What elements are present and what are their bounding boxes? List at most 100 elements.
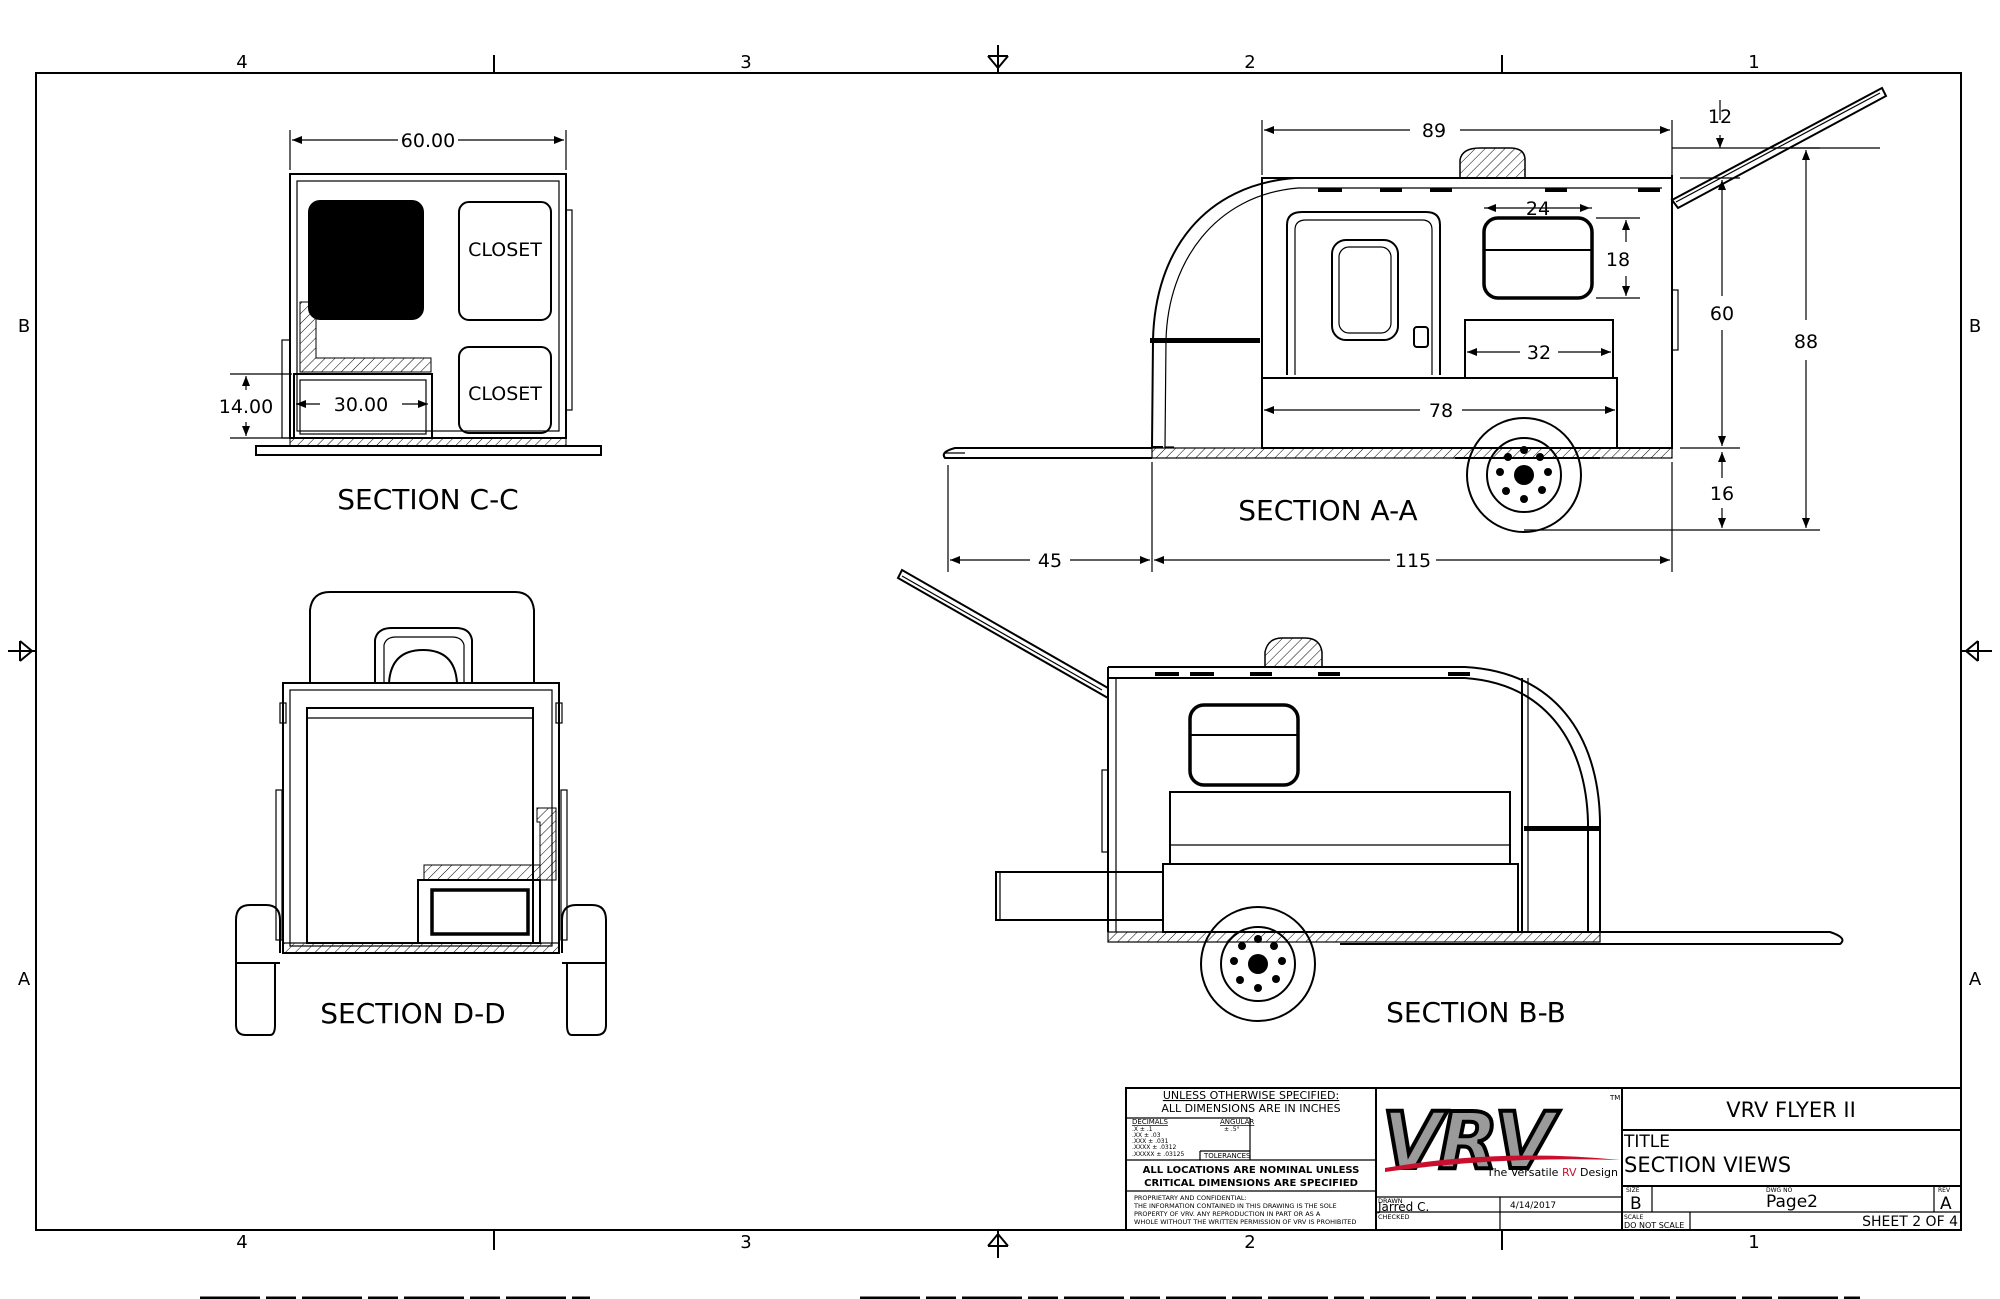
tb-checked-label: CHECKED bbox=[1378, 1213, 1409, 1221]
tb-dwg-value: Page2 bbox=[1766, 1192, 1818, 1212]
tb-drawn-label: DRAWN bbox=[1378, 1197, 1403, 1205]
dim-aa-cabinet-width: 32 bbox=[1527, 342, 1551, 364]
vrv-logo: VRV TM The Versatile RV Design bbox=[1380, 1094, 1620, 1189]
bed-base-bb bbox=[1162, 863, 1519, 933]
tongue-box-bb bbox=[995, 871, 1164, 921]
zone-right-b: B bbox=[1969, 316, 1981, 337]
tb-prop-line3: PROPERTY OF VRV. ANY REPRODUCTION IN PAR… bbox=[1134, 1210, 1321, 1218]
tb-project: VRV FLYER II bbox=[1726, 1098, 1856, 1122]
vrv-logo-text: VRV bbox=[1382, 1097, 1560, 1187]
bed-base-cc bbox=[293, 373, 433, 439]
section-aa-dimensions bbox=[947, 100, 1880, 572]
tb-sheet: SHEET 2 OF 4 bbox=[1862, 1214, 1958, 1230]
roof-vent-bb bbox=[1264, 637, 1323, 668]
tb-tol-row-2: .XX ± .03 bbox=[1132, 1132, 1161, 1139]
vrv-logo-tm: TM bbox=[1609, 1094, 1620, 1102]
rear-hatch-open-aa bbox=[1670, 86, 1888, 210]
bed-base-dd bbox=[417, 879, 541, 944]
zone-left-a: A bbox=[18, 969, 31, 990]
zone-bottom-1: 1 bbox=[1748, 1232, 1759, 1253]
closet-lower-label: CLOSET bbox=[468, 383, 542, 405]
logo-swoosh bbox=[1385, 1155, 1620, 1172]
dim-aa-bed-length: 78 bbox=[1429, 400, 1453, 422]
zone-top-1: 1 bbox=[1748, 52, 1759, 73]
roof-vent-dots-bb bbox=[1155, 672, 1470, 676]
wheel-aa bbox=[1466, 417, 1582, 533]
section-dd-view bbox=[235, 591, 607, 1036]
tb-dwg-label: DWG NO bbox=[1766, 1187, 1793, 1194]
zone-top-3: 3 bbox=[740, 52, 751, 73]
front-hatch-open-bb bbox=[896, 568, 1109, 699]
dim-aa-overall-height: 88 bbox=[1794, 331, 1818, 353]
vrv-tagline: The Versatile RV Design bbox=[1486, 1166, 1618, 1179]
section-cc-title: SECTION C-C bbox=[337, 483, 518, 516]
tb-tol-row-4: .XXXX ± .0312 bbox=[1132, 1144, 1177, 1151]
dim-cc-width: 60.00 bbox=[401, 130, 455, 152]
dim-aa-body-length: 115 bbox=[1395, 550, 1431, 572]
tongue-aa bbox=[942, 447, 1152, 459]
entry-door-aa bbox=[1286, 211, 1441, 375]
roof-vent-aa bbox=[1459, 147, 1526, 179]
dim-cc-bed: 30.00 bbox=[334, 394, 388, 416]
interior-wall-dd bbox=[306, 707, 534, 944]
cabinet-window-bb bbox=[1188, 703, 1300, 787]
tb-tolerances-label: TOLERANCES bbox=[1203, 1152, 1251, 1160]
centering-marks bbox=[8, 45, 1992, 1258]
zone-top-2: 2 bbox=[1244, 52, 1255, 73]
section-aa-title: SECTION A-A bbox=[1238, 494, 1417, 527]
dim-aa-body-height: 60 bbox=[1710, 303, 1734, 325]
roof-vent-dots-aa bbox=[1318, 188, 1660, 192]
closet-upper-label: CLOSET bbox=[468, 239, 542, 261]
tb-spec-line1: UNLESS OTHERWISE SPECIFIED: bbox=[1163, 1089, 1339, 1102]
tb-prop-line1: PROPRIETARY AND CONFIDENTIAL: bbox=[1134, 1194, 1247, 1202]
tb-nominal-line1: ALL LOCATIONS ARE NOMINAL UNLESS bbox=[1143, 1165, 1360, 1176]
zone-bottom-3: 3 bbox=[740, 1232, 751, 1253]
tb-rev-value: A bbox=[1940, 1194, 1952, 1214]
tb-tol-row-3: .XXX ± .031 bbox=[1132, 1138, 1169, 1145]
wheel-right-dd bbox=[561, 904, 607, 1036]
tb-title-label: TITLE bbox=[1623, 1132, 1670, 1152]
tb-date: 4/14/2017 bbox=[1510, 1201, 1556, 1211]
tb-prop-line2: THE INFORMATION CONTAINED IN THIS DRAWIN… bbox=[1133, 1202, 1337, 1210]
tb-tol-row-5: .XXXXX ± .03125 bbox=[1132, 1151, 1184, 1158]
zone-left-b: B bbox=[18, 316, 30, 337]
section-bb-title: SECTION B-B bbox=[1386, 996, 1566, 1029]
tb-nominal-line2: CRITICAL DIMENSIONS ARE SPECIFIED bbox=[1144, 1178, 1358, 1189]
cabinet-window-aa bbox=[1482, 216, 1594, 300]
tb-tol-row-1: .X ± .1 bbox=[1132, 1126, 1153, 1133]
dim-aa-ground-clearance: 16 bbox=[1710, 483, 1734, 505]
tb-rev-label: REV bbox=[1938, 1187, 1951, 1194]
tb-title-value: SECTION VIEWS bbox=[1624, 1153, 1791, 1177]
zone-right-a: A bbox=[1969, 969, 1982, 990]
section-cc-dimensions bbox=[230, 130, 567, 439]
zone-bottom-2: 2 bbox=[1244, 1232, 1255, 1253]
title-block bbox=[1125, 1087, 1962, 1231]
tb-size-value: B bbox=[1630, 1194, 1642, 1214]
tb-decimals-label: DECIMALS bbox=[1132, 1118, 1168, 1126]
wheel-left-dd bbox=[235, 904, 281, 1036]
tb-scale-value: DO NOT SCALE bbox=[1624, 1221, 1684, 1230]
tb-drawn-by: Jarred C. bbox=[1377, 1200, 1429, 1214]
drawbar-bb bbox=[1340, 931, 1844, 945]
section-cc-dark-panel bbox=[308, 200, 424, 320]
tb-angular-value: ± .5° bbox=[1224, 1126, 1240, 1133]
section-bb-view bbox=[896, 568, 1844, 1022]
section-aa-view bbox=[942, 86, 1888, 533]
dim-aa-window-width: 24 bbox=[1526, 198, 1550, 220]
zone-bottom-4: 4 bbox=[236, 1232, 247, 1253]
wheel-bb bbox=[1200, 906, 1316, 1022]
dim-aa-tongue-length: 45 bbox=[1038, 550, 1062, 572]
closet-lower bbox=[458, 346, 552, 434]
roof-hatch-dd bbox=[309, 591, 535, 683]
tb-angular-label: ANGULAR bbox=[1220, 1118, 1254, 1126]
dim-cc-height: 14.00 bbox=[219, 396, 273, 418]
tb-scale-label: SCALE bbox=[1624, 1214, 1643, 1221]
tb-prop-line4: WHOLE WITHOUT THE WRITTEN PERMISSION OF … bbox=[1134, 1218, 1356, 1226]
zone-labels: 4 3 2 1 4 3 2 1 B A B A bbox=[18, 52, 1982, 1253]
bed-bb bbox=[1169, 791, 1511, 865]
section-cc-view bbox=[255, 173, 602, 456]
tb-spec-line2: ALL DIMENSIONS ARE IN INCHES bbox=[1161, 1102, 1340, 1115]
zone-top-4: 4 bbox=[236, 52, 247, 73]
closet-upper bbox=[458, 201, 552, 321]
